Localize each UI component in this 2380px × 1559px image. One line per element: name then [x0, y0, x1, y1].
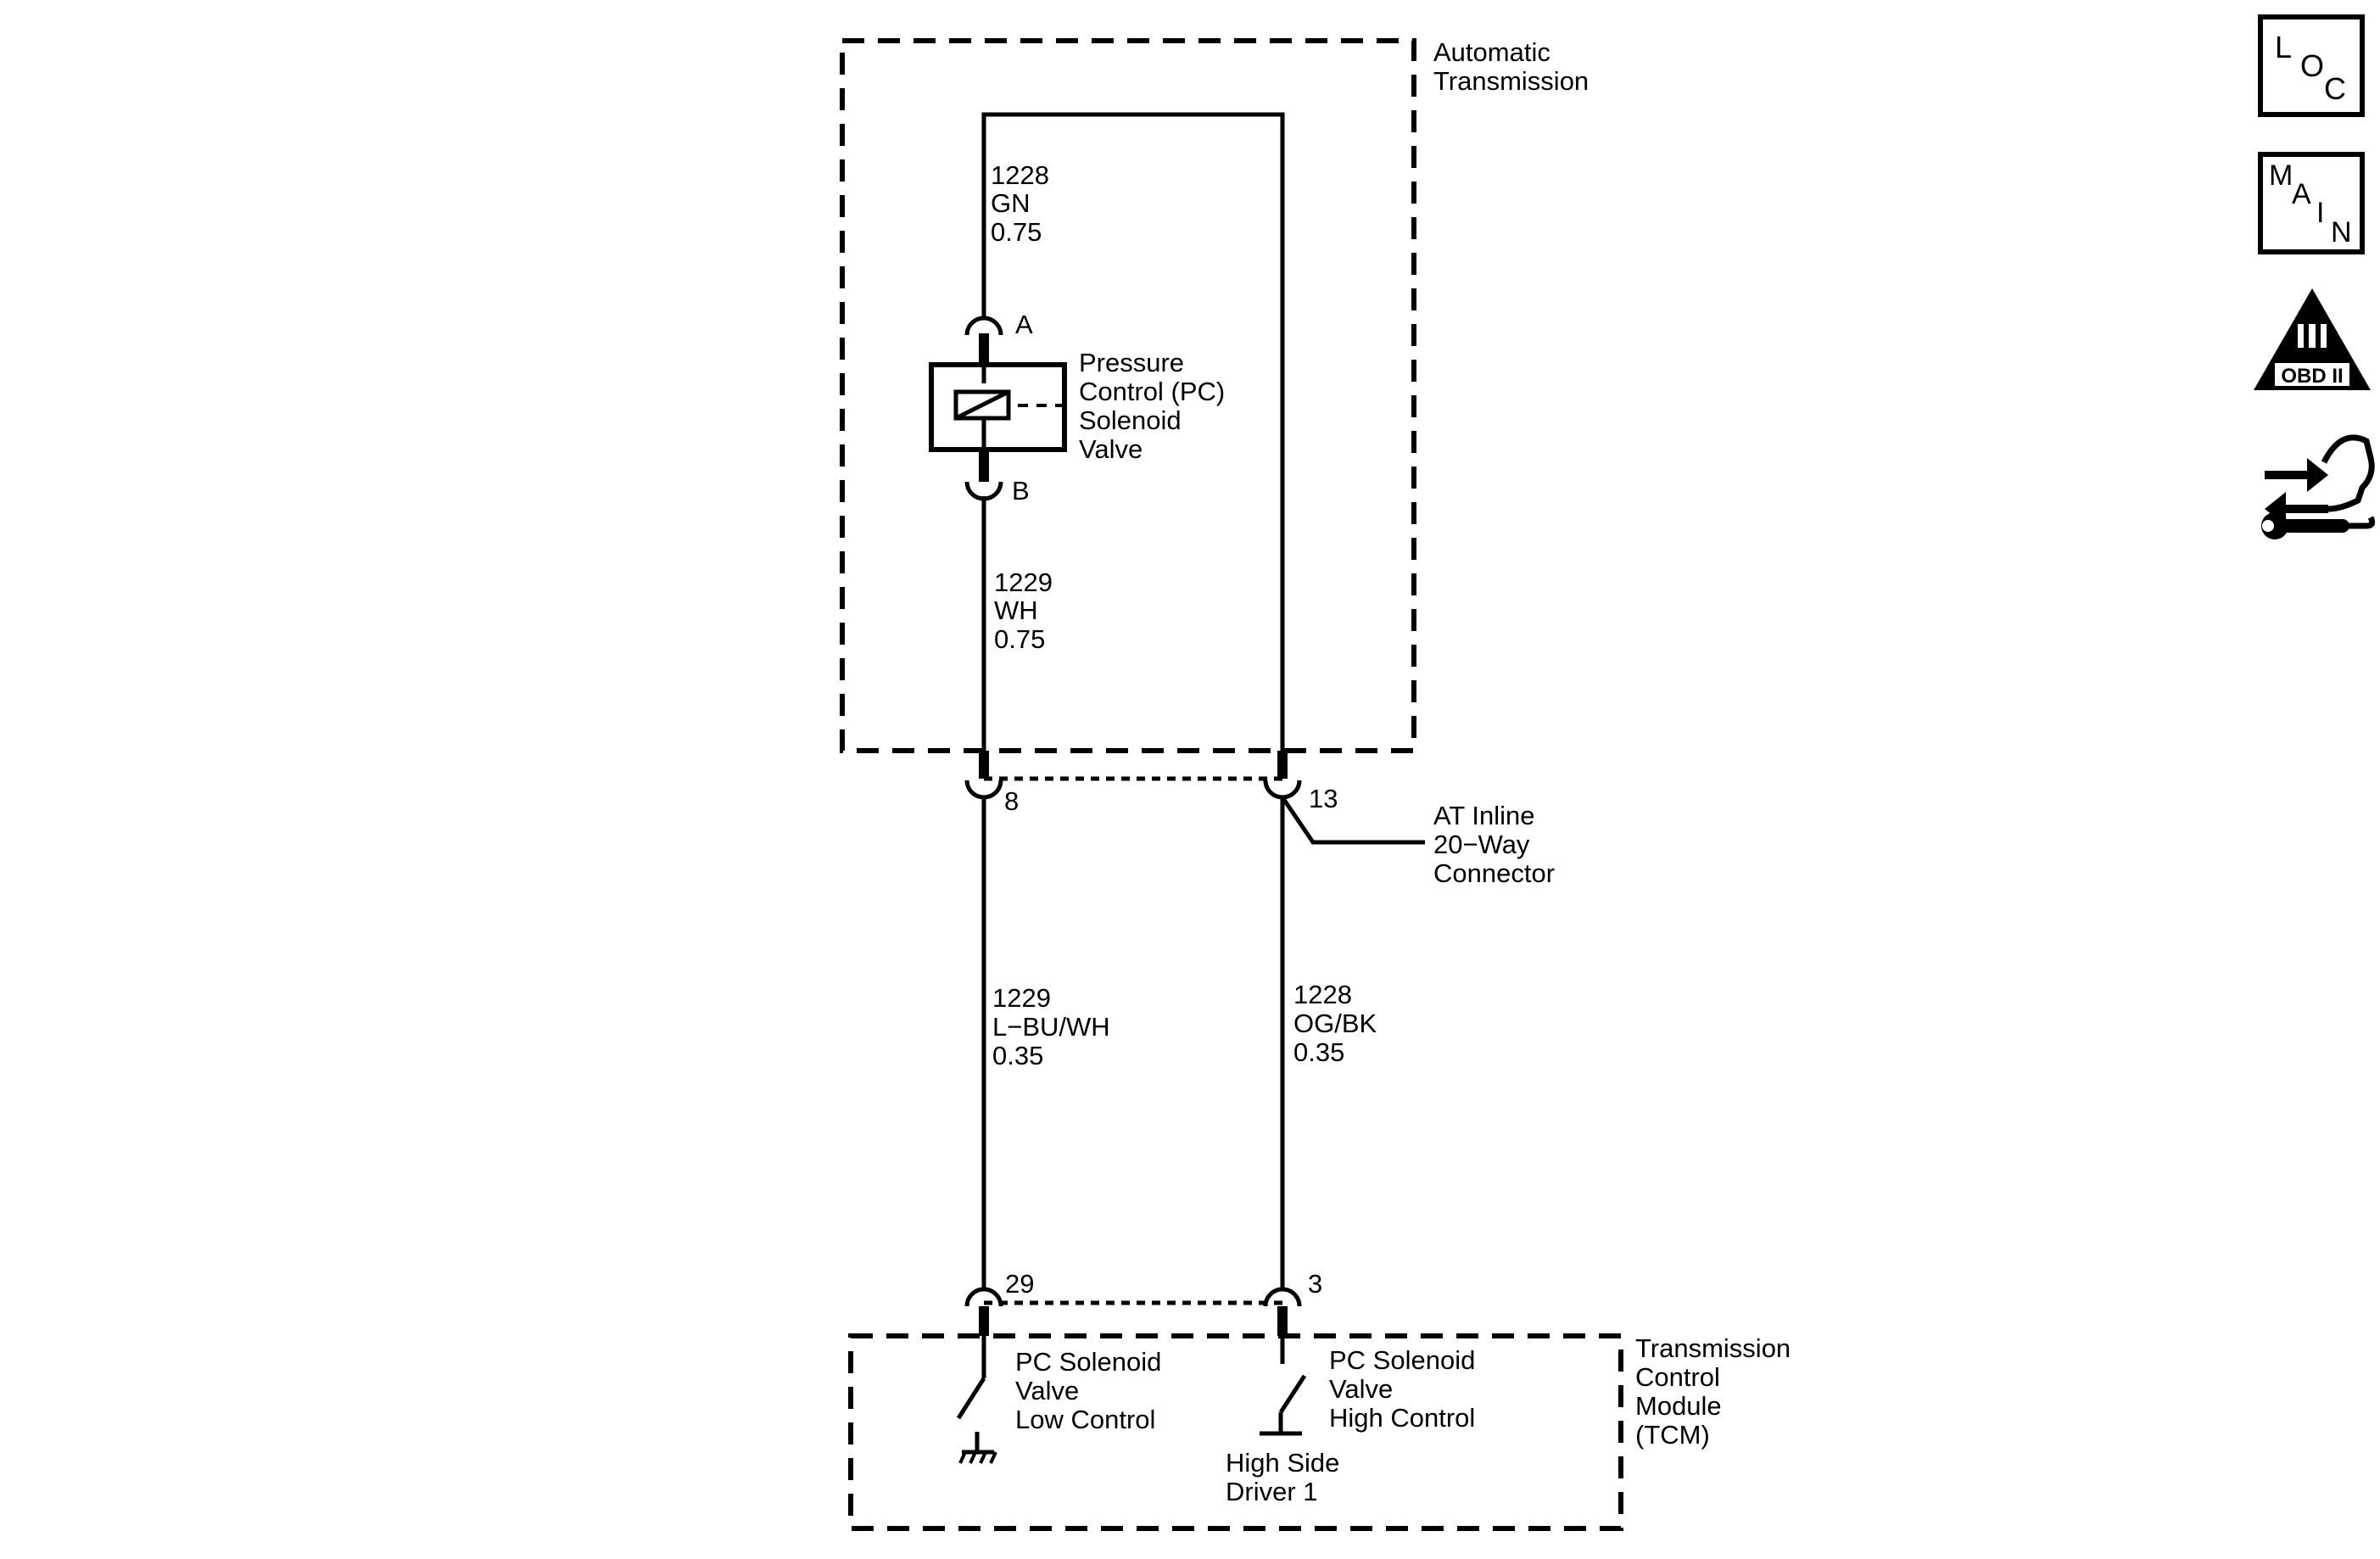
tcm-label-line4: (TCM) — [1635, 1420, 1710, 1450]
inline-connector-leader — [1280, 796, 1425, 845]
solenoid-connector-a — [964, 316, 1003, 336]
high-side-driver-label-line2: Driver 1 — [1226, 1477, 1318, 1506]
high-control-label-line3: High Control — [1329, 1403, 1475, 1433]
svg-text:I: I — [2316, 197, 2324, 229]
svg-text:O: O — [2300, 48, 2324, 83]
wire-upper-1229-circuit: 1229 — [994, 567, 1053, 597]
wire-upper-1228-color: GN — [991, 188, 1031, 218]
high-control-label-line2: Valve — [1329, 1374, 1393, 1404]
inline-connector-pin-8 — [964, 780, 1003, 800]
wire-lower-1229-color: L−BU/WH — [992, 1012, 1110, 1042]
low-control-label-line3: Low Control — [1015, 1405, 1155, 1434]
solenoid-label-line1: Pressure — [1079, 348, 1184, 377]
automatic-transmission-boundary — [840, 38, 1416, 753]
wire-lower-1228-size: 0.35 — [1293, 1037, 1344, 1067]
loc-icon[interactable]: L O C — [2258, 14, 2365, 117]
wire-lower-1228-color: OG/BK — [1293, 1009, 1377, 1038]
solenoid-label-line2: Control (PC) — [1079, 377, 1225, 406]
low-control-switch — [956, 1377, 986, 1420]
low-control-label-line2: Valve — [1015, 1376, 1079, 1405]
automatic-transmission-label-line2: Transmission — [1433, 66, 1589, 96]
inline-connector-label-line2: 20−Way — [1433, 830, 1530, 859]
tcm-label-line1: Transmission — [1635, 1333, 1791, 1363]
wire-upper-1228-size: 0.75 — [991, 217, 1042, 247]
wire-lower-1229-size: 0.35 — [992, 1041, 1043, 1070]
svg-text:OBD II: OBD II — [2281, 365, 2343, 388]
wire-upper-1229-size: 0.75 — [994, 624, 1045, 654]
ground-icon — [958, 1450, 997, 1464]
tcm-connector-pin-29 — [964, 1287, 1003, 1307]
svg-text:L: L — [2275, 30, 2292, 64]
hand-wrench-arrows-icon[interactable] — [2261, 434, 2376, 539]
tcm-label-line3: Module — [1635, 1391, 1722, 1421]
solenoid-pin-b: B — [1012, 476, 1030, 506]
obd-ii-icon[interactable]: OBD II — [2254, 288, 2371, 390]
svg-text:N: N — [2331, 216, 2352, 249]
svg-text:M: M — [2269, 159, 2293, 192]
high-control-label-line1: PC Solenoid — [1329, 1345, 1475, 1375]
inline-connector-label-line1: AT Inline — [1433, 801, 1534, 830]
tcm-connector-pin-left: 29 — [1005, 1269, 1034, 1299]
svg-text:A: A — [2292, 178, 2311, 210]
solenoid-label-line3: Solenoid — [1079, 405, 1182, 435]
low-control-label-line1: PC Solenoid — [1015, 1347, 1161, 1377]
inline-connector-label-line3: Connector — [1433, 858, 1555, 888]
solenoid-label-line4: Valve — [1079, 434, 1143, 464]
wire-upper-loop — [981, 112, 1285, 751]
inline-connector-pin-right: 13 — [1309, 784, 1338, 813]
wire-upper-1228-circuit: 1228 — [991, 160, 1049, 190]
automatic-transmission-label-line1: Automatic — [1433, 37, 1550, 67]
solenoid-pin-a: A — [1015, 310, 1033, 339]
svg-text:C: C — [2324, 71, 2346, 106]
tcm-connector-pin-right: 3 — [1308, 1269, 1322, 1299]
high-side-driver-label-line1: High Side — [1226, 1448, 1339, 1478]
inline-connector-pin-13 — [1263, 780, 1302, 800]
high-control-switch — [1278, 1374, 1307, 1414]
solenoid-body — [929, 362, 1067, 452]
tcm-boundary — [848, 1333, 1623, 1531]
wire-upper-1229-color: WH — [994, 595, 1038, 625]
tcm-connector-pin-3 — [1263, 1287, 1302, 1307]
tcm-label-line2: Control — [1635, 1362, 1720, 1392]
wire-lower-1229-circuit: 1229 — [992, 983, 1051, 1013]
wire-lower-1228-circuit: 1228 — [1293, 980, 1352, 1009]
inline-connector-pin-left: 8 — [1004, 786, 1019, 816]
main-icon[interactable]: M A I N — [2258, 152, 2365, 254]
